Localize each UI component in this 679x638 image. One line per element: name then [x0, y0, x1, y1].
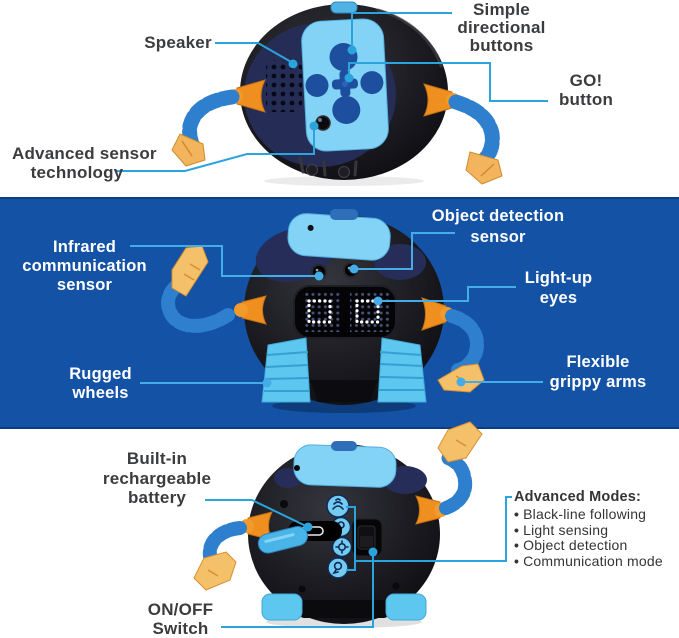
- label-flexible-arms: Flexible grippy arms: [549, 353, 647, 391]
- robot-back-view: [193, 421, 483, 628]
- port-cover-plug: [257, 526, 308, 554]
- label-directional-buttons: Simple directional buttons: [457, 0, 546, 55]
- right-arm: [423, 83, 503, 185]
- label-light-up-eyes: Light-up eyes: [524, 269, 593, 307]
- down-button: [332, 95, 361, 124]
- left-foot: [261, 593, 303, 621]
- callout-lines-top: [116, 12, 548, 172]
- callout-directional-line: [351, 12, 452, 50]
- label-battery: Built-in rechargeable battery: [102, 449, 212, 507]
- callout-directional-dot: [347, 45, 357, 55]
- mode-button-chat-icon: [327, 557, 349, 579]
- left-button: [305, 73, 329, 97]
- wheel-tracks: [261, 337, 427, 403]
- callout-object-detection-line: [354, 232, 455, 270]
- left-claw: [193, 551, 237, 591]
- label-advanced-sensor: Advanced sensor technology: [12, 144, 157, 182]
- right-arm: [415, 421, 483, 525]
- label-onoff-switch: ON/OFF Switch: [147, 600, 214, 638]
- head-cap: [287, 213, 391, 261]
- left-arm: [161, 245, 267, 333]
- label-rugged-wheels: Rugged wheels: [69, 365, 132, 402]
- callout-modes-bracket: [346, 506, 356, 571]
- callout-lightup-line: [378, 286, 516, 302]
- sensor-dome: [315, 115, 331, 131]
- callout-lightup-dot: [373, 296, 383, 306]
- callout-advanced-sensor-dot: [309, 121, 319, 131]
- callout-go-dot: [344, 73, 354, 83]
- callout-lines-bottom: [205, 496, 512, 628]
- label-go-button: GO! button: [558, 71, 614, 109]
- label-infrared-sensor: Infrared communication sensor: [22, 238, 147, 294]
- left-arm: [171, 79, 266, 167]
- right-arm: [421, 297, 485, 393]
- callout-speaker-dot: [288, 59, 298, 69]
- advanced-modes-list: •Black-line following •Light sensing •Ob…: [514, 506, 679, 569]
- callout-rugged-dot: [262, 378, 272, 388]
- callout-advanced-sensor-line: [116, 128, 315, 172]
- callout-dots-top: [288, 45, 357, 131]
- callout-modes-connector: [355, 496, 512, 562]
- left-claw: [171, 245, 209, 297]
- onoff-switch: [351, 518, 383, 557]
- callout-onoff-line: [221, 553, 374, 628]
- list-item: •Communication mode: [514, 552, 663, 569]
- led-eyes: [293, 285, 397, 339]
- speaker-holes: [266, 60, 302, 112]
- robot-front-view: [161, 209, 485, 413]
- label-object-detection: Object detection sensor: [431, 207, 565, 246]
- callout-battery-line: [205, 499, 309, 528]
- front-tab: [330, 1, 358, 14]
- label-speaker-text: Speaker: [144, 33, 212, 52]
- callout-infrared-dot: [314, 271, 324, 281]
- callout-object-detection-dot: [349, 264, 359, 274]
- callout-speaker-line: [215, 42, 294, 64]
- robot-shadow: [264, 176, 424, 186]
- right-button: [360, 71, 384, 95]
- callout-go-line: [348, 62, 548, 102]
- list-item: •Object detection: [514, 537, 628, 554]
- label-advanced-modes: Advanced Modes: •Black-line following •L…: [514, 489, 679, 569]
- robot-top-view: [171, 1, 503, 186]
- callout-dots-middle: [262, 264, 466, 388]
- list-item: •Light sensing: [514, 521, 609, 538]
- right-foot: [385, 593, 427, 621]
- callout-dots-bottom: [303, 522, 378, 557]
- advanced-modes-title: Advanced Modes:: [514, 489, 642, 505]
- front-grill: [298, 156, 358, 177]
- callout-flexible-dot: [456, 377, 466, 387]
- callout-battery-dot: [303, 522, 313, 532]
- right-claw: [465, 151, 503, 185]
- list-item: •Black-line following: [514, 506, 647, 522]
- left-arm: [193, 511, 273, 591]
- callout-onoff-dot: [368, 547, 378, 557]
- head-tab: [331, 441, 357, 451]
- head-tab: [330, 209, 358, 220]
- callout-lines-middle: [130, 232, 543, 384]
- label-speaker: Speaker: [142, 33, 214, 52]
- callout-infrared-line: [130, 245, 318, 277]
